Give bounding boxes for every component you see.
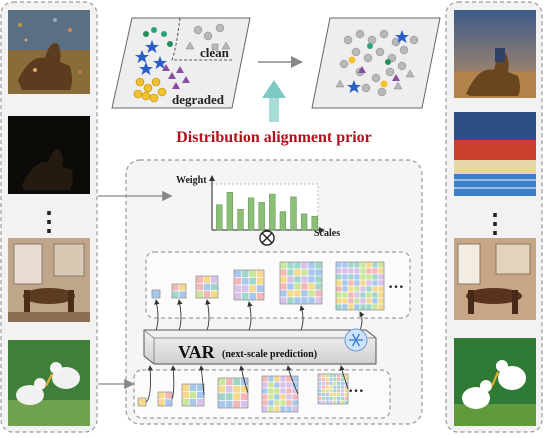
frozen-snowflake-icon <box>344 328 368 352</box>
multiply-operator-icon <box>259 230 275 246</box>
prediction-arrow <box>177 299 183 331</box>
weight-bar <box>311 215 318 231</box>
token-map <box>261 375 299 413</box>
prior-upward-arrow <box>262 80 286 122</box>
output-image-column: ⋮ <box>445 1 543 433</box>
weight-bar <box>226 192 234 231</box>
token-map <box>171 283 187 299</box>
output-image-camel <box>454 10 536 98</box>
token-map <box>195 275 219 299</box>
input-arrow <box>339 365 349 390</box>
lower-ellipsis: ··· <box>348 383 364 400</box>
distribution-alignment-prior-title: Distribution alignment prior <box>176 129 372 146</box>
input-arrow <box>170 365 177 400</box>
token-map <box>157 391 173 407</box>
token-map <box>233 269 265 301</box>
prediction-arrow <box>299 305 305 331</box>
prediction-arrow <box>154 299 160 331</box>
clean-label: clean <box>200 45 230 60</box>
lower-token-maps: ··· <box>133 365 391 419</box>
input-arrow <box>239 365 249 394</box>
weight-bar <box>279 211 287 231</box>
upper-ellipsis: ··· <box>388 279 404 296</box>
weight-bar <box>247 197 255 231</box>
aligned-distribution-panel <box>311 17 441 109</box>
token-map <box>317 373 349 405</box>
token-map <box>217 377 249 409</box>
weight-bar <box>300 213 308 231</box>
input-image-column: ⋮ <box>0 1 98 433</box>
weight-axis-label: Weight <box>176 175 207 186</box>
input-arrow <box>145 365 153 403</box>
token-map <box>335 261 385 311</box>
weight-bar <box>269 193 276 231</box>
weight-bar <box>216 204 223 231</box>
prediction-arrow <box>205 299 211 331</box>
input-image-dining-room <box>8 238 90 322</box>
token-map <box>137 397 147 407</box>
prediction-arrow <box>247 301 253 331</box>
input-image-camel-noisy <box>8 10 90 94</box>
scales-axis-label: Scales <box>314 228 340 239</box>
degraded-label: degraded <box>172 92 225 107</box>
output-column-ellipsis: ⋮ <box>482 209 508 238</box>
output-image-birds <box>454 338 536 426</box>
input-arrow <box>286 365 299 395</box>
var-block: VAR (next-scale prediction) <box>143 329 377 365</box>
input-column-ellipsis: ⋮ <box>36 207 62 236</box>
token-map <box>279 261 323 305</box>
weight-bar <box>258 202 265 231</box>
var-label: VAR <box>178 342 216 362</box>
var-sub-label: (next-scale prediction) <box>222 349 317 360</box>
upper-token-maps: ··· <box>145 251 411 331</box>
degraded-distribution-panel: clean degraded <box>111 17 251 109</box>
input-arrow <box>198 365 205 396</box>
output-image-dining-room <box>454 238 536 320</box>
weight-bar <box>290 196 297 231</box>
token-map <box>181 383 205 407</box>
weight-bar <box>237 209 244 231</box>
output-image-stadium <box>454 112 536 196</box>
input-image-birds <box>8 340 90 426</box>
scale-weight-chart: Weight Scales <box>176 175 340 239</box>
input-image-camel-dark <box>8 116 90 194</box>
token-map <box>151 289 161 299</box>
prediction-arrow <box>359 311 365 331</box>
